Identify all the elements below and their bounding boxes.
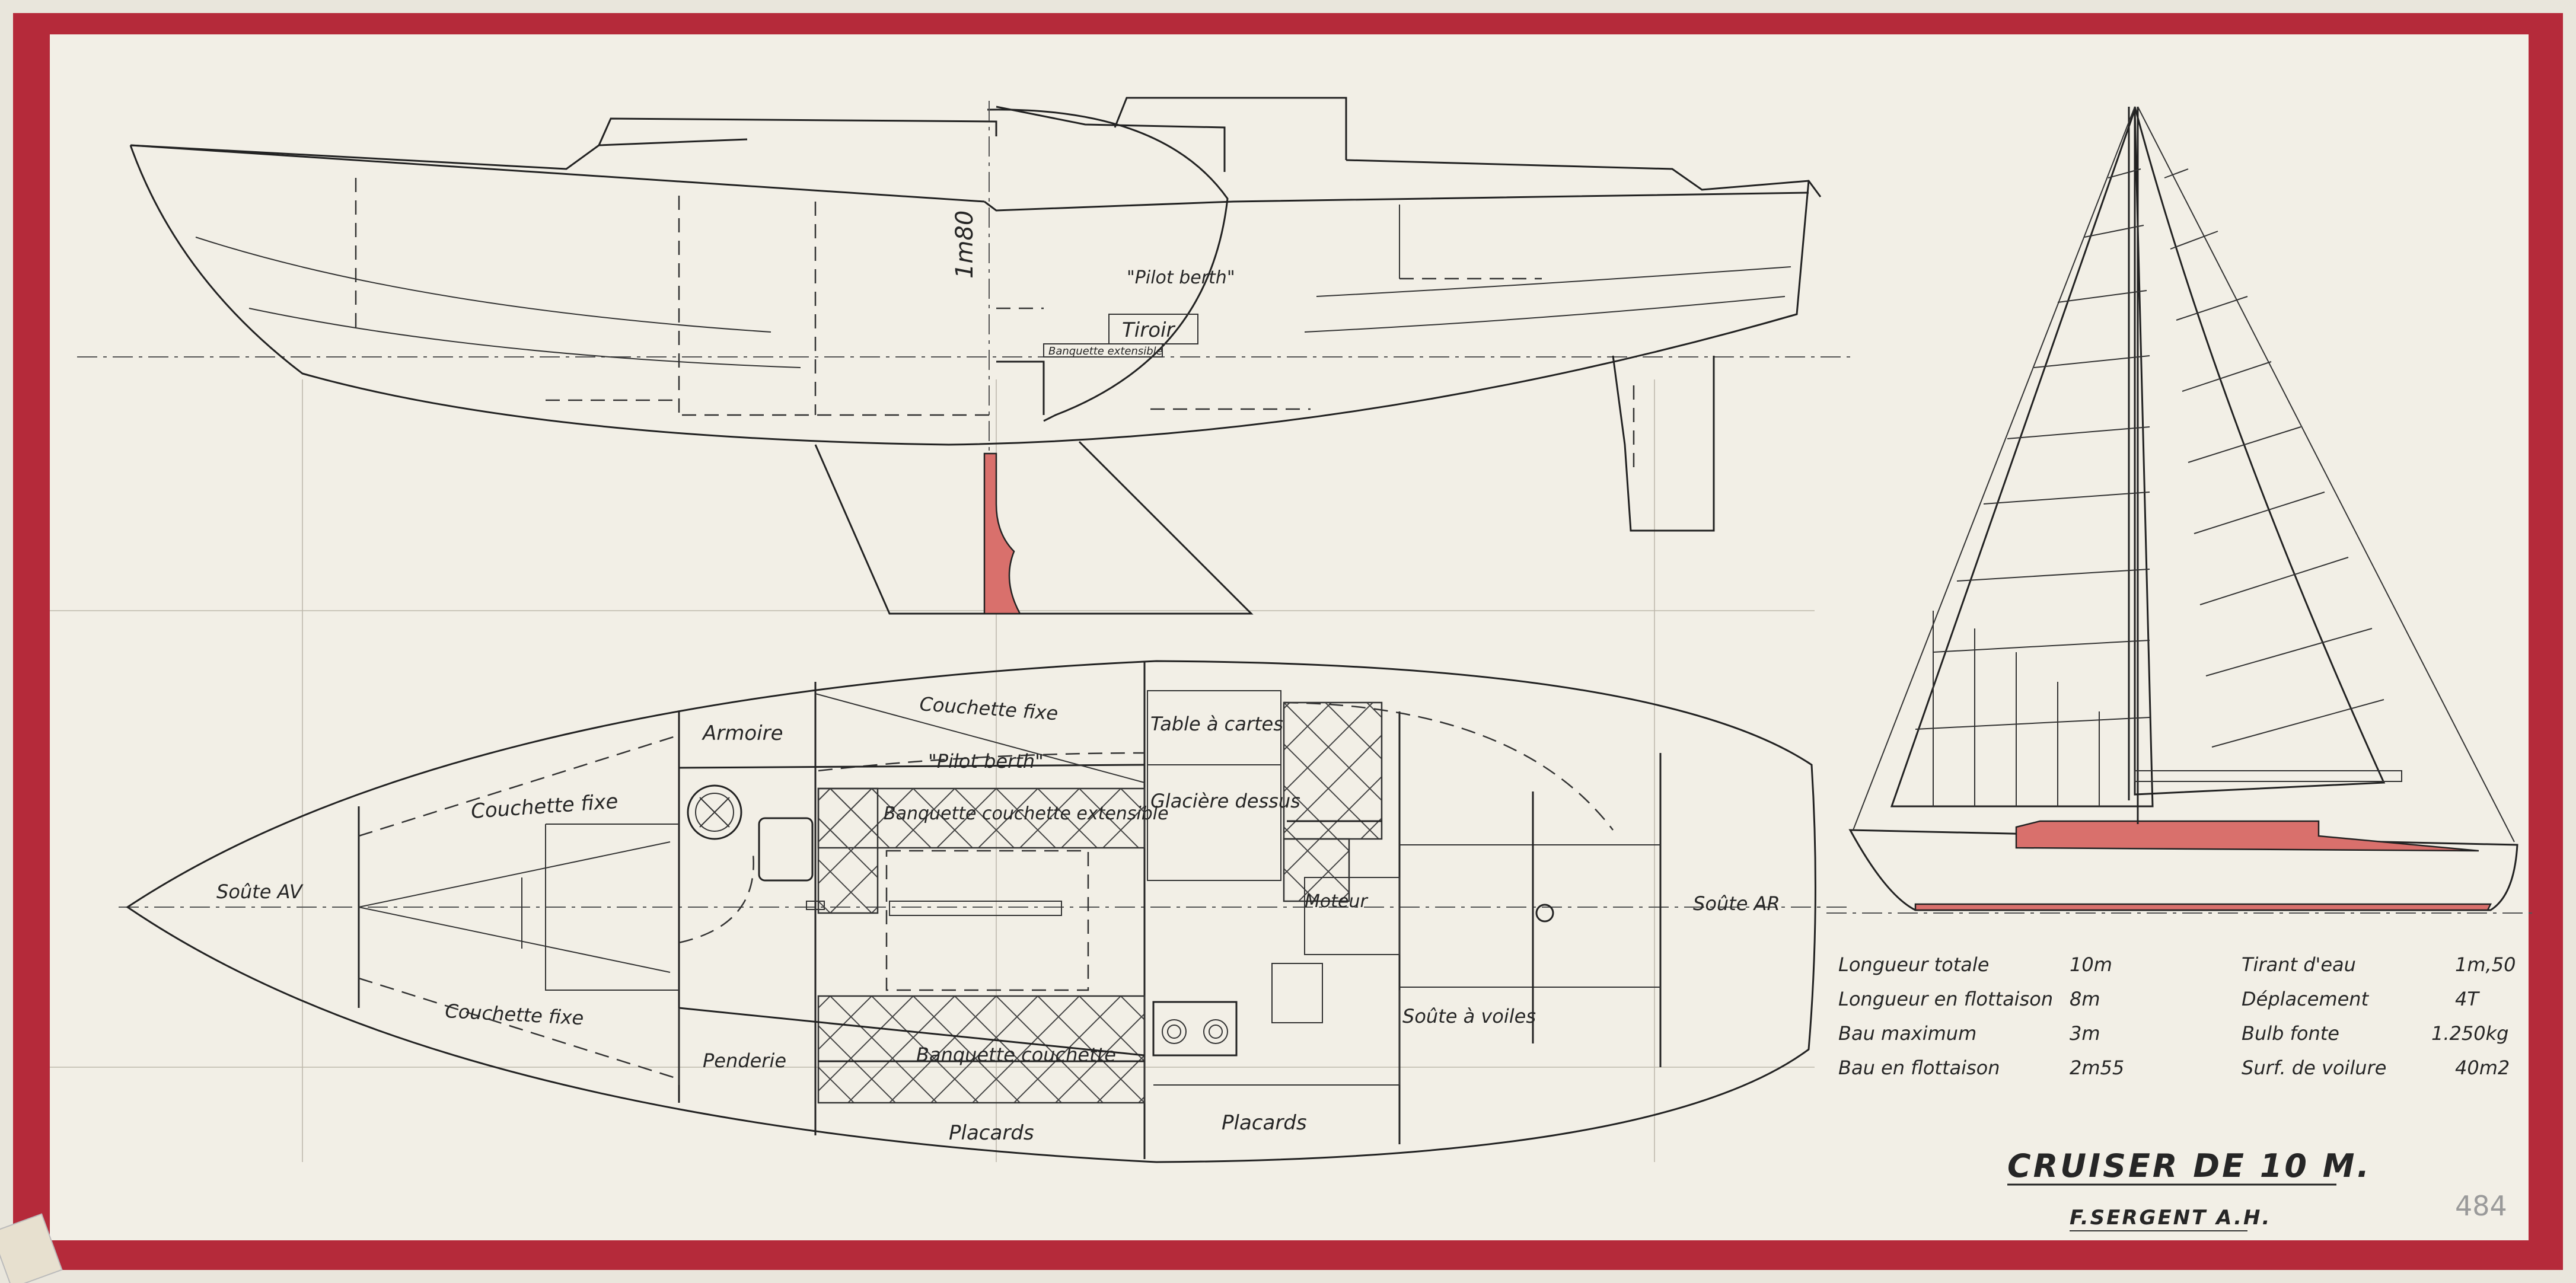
moteur-label: Moteur <box>1305 891 1368 912</box>
soute-a-voiles-label: Soûte à voiles <box>1402 1005 1536 1027</box>
penderie-label: Penderie <box>703 1049 786 1072</box>
placards-right-label: Placards <box>1222 1111 1307 1135</box>
spec-right-value-1: 4T <box>2455 988 2480 1010</box>
spec-right-label-3: Surf. de voilure <box>2242 1057 2386 1079</box>
spec-right-value-3: 40m2 <box>2455 1057 2510 1079</box>
spec-right-label-0: Tirant d'eau <box>2242 953 2356 976</box>
drawing-author: F.SERGENT A.H. <box>2070 1206 2271 1230</box>
pilot-berth-plan-label: "Pilot berth" <box>928 750 1044 773</box>
pilot-berth-profile-label: "Pilot berth" <box>1127 267 1235 288</box>
spec-right-value-2: 1.250kg <box>2431 1022 2508 1045</box>
corner-tape <box>0 1213 63 1283</box>
armoire-label: Armoire <box>702 722 783 745</box>
spec-left-value-3: 2m55 <box>2070 1057 2124 1079</box>
spec-right-value-0: 1m,50 <box>2455 953 2516 976</box>
hull-profile-view: 1m80 Tiroir "Pilot berth" Banquette exte… <box>77 97 1850 615</box>
spec-table: Longueur totale 10m Longueur en flottais… <box>1838 953 2516 1079</box>
spec-left-value-2: 3m <box>2070 1022 2100 1045</box>
banquette-profile-label: Banquette extensible <box>1048 345 1163 358</box>
spec-left-label-3: Bau en flottaison <box>1838 1057 2000 1079</box>
table-a-cartes-label: Table à cartes <box>1150 713 1283 735</box>
soute-ar-label: Soûte AR <box>1693 892 1780 915</box>
height-mark: 1m80 <box>951 210 978 279</box>
title-block: CRUISER DE 10 M. F.SERGENT A.H. 484 <box>2007 1147 2507 1231</box>
sheet-paper <box>50 34 2529 1240</box>
tiroir-label: Tiroir <box>1122 318 1175 342</box>
spec-right-label-2: Bulb fonte <box>2242 1022 2339 1045</box>
sail-plan-view <box>1826 106 2538 914</box>
spec-left-label-1: Longueur en flottaison <box>1838 988 2053 1010</box>
banquette-couchette-ext-label: Banquette couchette extensible <box>884 803 1169 824</box>
placards-left-label: Placards <box>949 1121 1034 1145</box>
spec-left-value-1: 8m <box>2070 988 2100 1010</box>
spec-left-label-2: Bau maximum <box>1838 1022 1976 1045</box>
drawing-title: CRUISER DE 10 M. <box>2007 1147 2371 1185</box>
spec-right-label-1: Déplacement <box>2242 988 2370 1010</box>
spec-left-value-0: 10m <box>2070 953 2112 976</box>
spec-left-label-0: Longueur totale <box>1838 953 1989 976</box>
glaciere-label: Glacière dessus <box>1150 790 1300 812</box>
soute-av-label: Soûte AV <box>216 880 304 903</box>
interior-plan-view <box>119 660 1850 1163</box>
banquette-couchette-label: Banquette couchette <box>916 1043 1116 1066</box>
sheet-number: 484 <box>2455 1190 2507 1222</box>
